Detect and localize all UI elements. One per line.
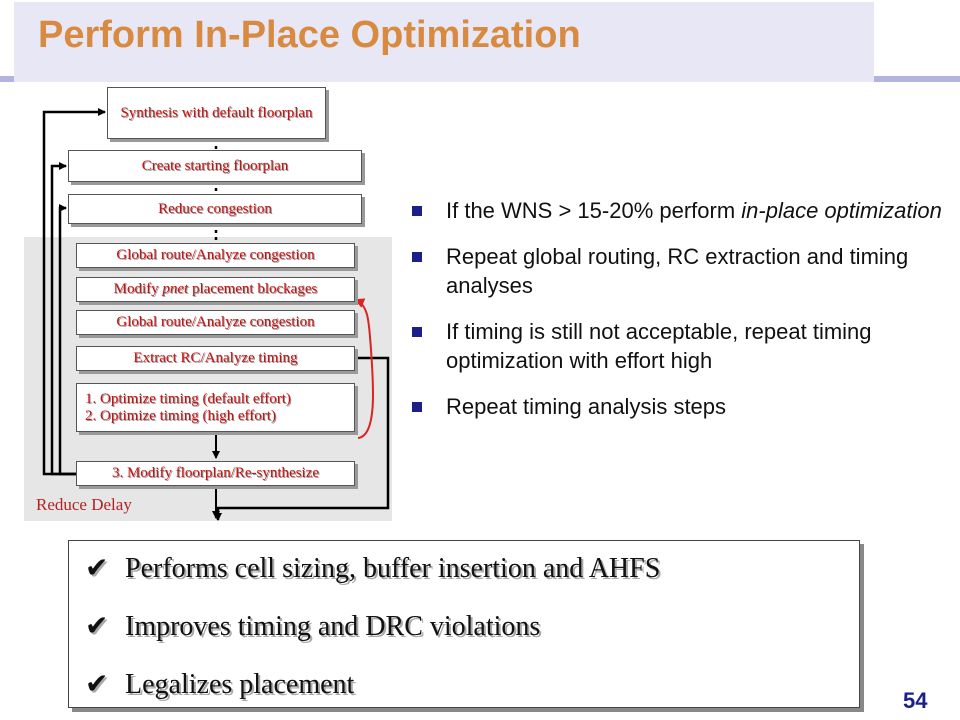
bullet-item: If timing is still not acceptable, repea… [412,317,952,375]
check-text: Performs cell sizing, buffer insertion a… [125,553,661,584]
flow-step-text: Extract RC/Analyze timing [133,350,298,366]
flow-step-optimize-timing: 1. Optimize timing (default effort) 2. O… [76,383,355,432]
bullet-item: If the WNS > 15-20% perform in-place opt… [412,196,952,225]
bullet-emphasis: in-place optimization [741,198,942,223]
loop-arrow-red [354,298,375,439]
page-number: 54 [903,688,928,713]
bypass-line [214,356,390,521]
title-rule [0,76,14,82]
flow-step-extract-rc: Extract RC/Analyze timing [76,346,355,371]
flow-step-text: Global route/Analyze congestion [116,314,315,330]
flow-step-text: Global route/Analyze congestion [116,247,315,263]
flow-step-text: Modify pnet placement blockages [114,281,318,298]
flow-step-synthesis: Synthesis with default floorplan [107,87,326,139]
summary-box: ✔ Performs cell sizing, buffer insertion … [68,540,860,708]
bullet-item: Repeat global routing, RC extraction and… [412,242,952,300]
flow-step-global-route-1: Global route/Analyze congestion [76,243,355,268]
bullet-text: If timing is still not acceptable, repea… [446,319,872,373]
bullet-item: Repeat timing analysis steps [412,392,952,421]
flow-step-text: 1. Optimize timing (default effort) [85,390,291,407]
flow-step-reduce-congestion: Reduce congestion [68,194,362,224]
modify-text: Modify [113,281,163,297]
checkmark-icon: ✔ [85,611,109,642]
flow-step-text: Create starting floorplan [141,157,289,174]
check-item: ✔ Performs cell sizing, buffer insertion … [85,551,660,585]
blockages-text: placement blockages [188,281,318,297]
slide-title: Perform In-Place Optimization [38,14,581,56]
check-text: Improves timing and DRC violations [125,611,541,642]
feedback-line [58,204,76,476]
checkmark-icon: ✔ [85,553,109,584]
check-text: Legalizes placement [125,669,355,700]
bullet-square-icon [412,252,422,262]
bullet-square-icon [412,402,422,412]
title-rule [874,76,960,82]
panel-label: Reduce Delay [36,495,132,514]
flow-step-global-route-2: Global route/Analyze congestion [76,310,355,335]
bullet-text: If the WNS > 15-20% perform [446,198,742,223]
flow-step-create-floorplan: Create starting floorplan [68,150,362,182]
bullet-text: Repeat global routing, RC extraction and… [446,244,909,298]
check-item: ✔ Legalizes placement [85,667,354,701]
flow-step-text: Synthesis with default floorplan [120,104,313,121]
checkmark-icon: ✔ [85,669,109,700]
bullet-text: Repeat timing analysis steps [446,394,727,419]
flow-step-text: 2. Optimize timing (high effort) [85,407,276,424]
flow-step-text: 3. Modify floorplan/Re-synthesize [111,465,320,481]
bullet-list: If the WNS > 15-20% perform in-place opt… [412,196,952,438]
flow-step-modify-floorplan: 3. Modify floorplan/Re-synthesize [76,461,355,486]
bullet-square-icon [412,327,422,337]
bullet-square-icon [412,206,422,216]
flow-step-modify-blockages: Modify pnet placement blockages [76,277,355,302]
flow-step-text: Reduce congestion [158,200,272,217]
title-band [14,2,874,82]
pnet-text: pnet [162,281,189,297]
check-item: ✔ Improves timing and DRC violations [85,609,540,643]
